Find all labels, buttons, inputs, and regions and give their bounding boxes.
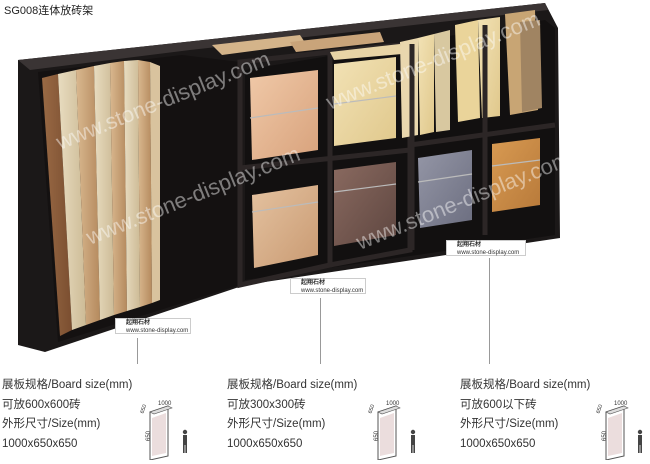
person-scale-icon (410, 429, 416, 435)
logo-url: www.stone-display.com (126, 328, 189, 334)
left-vertical-boards (42, 60, 160, 336)
dimensions-value: 1000x650x650 (227, 437, 303, 450)
leader-line-right (489, 258, 490, 364)
dimension-diagram-1: 1000 650 650 (140, 401, 188, 460)
tile-beige (252, 185, 318, 268)
tile-amber (492, 138, 540, 212)
depth-label: 650 (596, 404, 605, 415)
outer-size-label: 外形尺寸/Size(mm) (227, 418, 326, 430)
dimension-diagram-3: 1000 650 650 (596, 401, 643, 460)
outer-size-label: 外形尺寸/Size(mm) (460, 418, 559, 430)
board-size-label: 展板规格/Board size(mm) (227, 379, 358, 391)
outer-size-label: 外形尺寸/Size(mm) (2, 418, 101, 430)
height-label: 650 (146, 430, 152, 441)
leader-line-left (137, 338, 138, 364)
height-label: 650 (602, 430, 608, 441)
tile-blue-granite (418, 150, 472, 228)
logo-name: 起翔石材 (126, 320, 151, 326)
logo-label-middle: 起翔石材 www.stone-display.com (290, 278, 366, 294)
width-label: 1000 (158, 401, 172, 407)
logo-label-right: 起翔石材 www.stone-display.com (446, 240, 526, 256)
logo-url: www.stone-display.com (301, 288, 364, 294)
depth-label: 650 (368, 404, 377, 415)
tile-granite-red (334, 162, 396, 246)
leader-line-middle (320, 298, 321, 364)
logo-url: www.stone-display.com (457, 250, 520, 256)
tile-pink (250, 70, 318, 160)
height-label: 650 (374, 430, 380, 441)
spec-block-2: 展板规格/Board size(mm) 可放300x300砖 外形尺寸/Size… (227, 376, 357, 454)
person-scale-icon (637, 429, 643, 435)
person-scale-icon (182, 429, 188, 435)
capacity-label: 可放600以下砖 (460, 398, 537, 411)
logo-label-left: 起翔石材 www.stone-display.com (115, 318, 191, 334)
board-size-label: 展板规格/Board size(mm) (460, 379, 591, 391)
capacity-label: 可放300x300砖 (227, 398, 306, 411)
dimensions-value: 1000x650x650 (460, 437, 536, 450)
dimension-diagram-2: 1000 650 650 (368, 401, 416, 460)
logo-name: 起翔石材 (301, 280, 326, 286)
board-size-label: 展板规格/Board size(mm) (2, 379, 133, 391)
page-title: SG008连体放砖架 (4, 5, 94, 17)
tile-cream (334, 57, 396, 146)
logo-name: 起翔石材 (457, 242, 482, 248)
width-label: 1000 (386, 401, 400, 407)
spec-block-1: 展板规格/Board size(mm) 可放600x600砖 外形尺寸/Size… (2, 376, 132, 454)
capacity-label: 可放600x600砖 (2, 398, 81, 411)
depth-label: 650 (140, 404, 149, 415)
spec-block-3: 展板规格/Board size(mm) 可放600以下砖 外形尺寸/Size(m… (460, 376, 590, 454)
dimensions-value: 1000x650x650 (2, 437, 78, 450)
width-label: 1000 (614, 401, 628, 407)
